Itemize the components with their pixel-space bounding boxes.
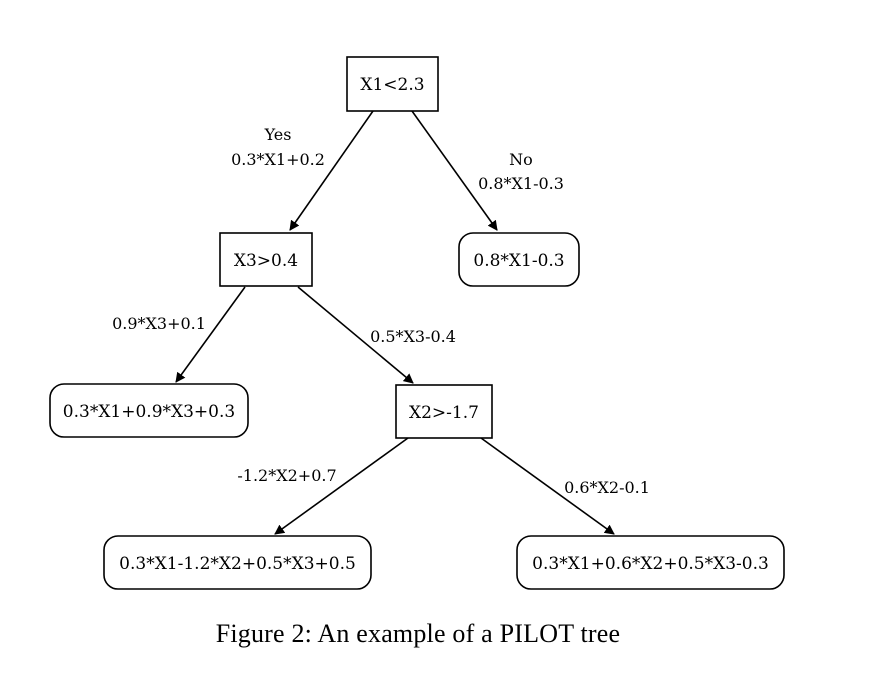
node-leaf-ll-label: 0.3*X1+0.9*X3+0.3 bbox=[63, 402, 235, 422]
node-leaf-ll: 0.3*X1+0.9*X3+0.3 bbox=[49, 383, 249, 438]
edge-model-mid-split-no: 0.6*X2-0.1 bbox=[564, 478, 650, 497]
edge-label-root-no: No bbox=[509, 150, 533, 169]
edge-model-root-no: 0.8*X1-0.3 bbox=[478, 174, 564, 193]
node-leaf-mlr: 0.3*X1+0.6*X2+0.5*X3-0.3 bbox=[516, 535, 785, 590]
edge-root-yes bbox=[289, 110, 374, 231]
pilot-tree-diagram: Yes 0.3*X1+0.2 No 0.8*X1-0.3 0.9*X3+0.1 … bbox=[49, 56, 785, 590]
edge-left-split-no bbox=[297, 286, 414, 384]
node-leaf-mll-label: 0.3*X1-1.2*X2+0.5*X3+0.5 bbox=[119, 554, 356, 574]
node-right-leaf-label: 0.8*X1-0.3 bbox=[473, 251, 564, 271]
node-leaf-mll: 0.3*X1-1.2*X2+0.5*X3+0.5 bbox=[103, 535, 372, 590]
node-root-label: X1<2.3 bbox=[360, 75, 424, 95]
edge-label-root-yes: Yes bbox=[264, 125, 292, 144]
edge-model-left-split-no: 0.5*X3-0.4 bbox=[370, 327, 456, 346]
node-left-split-label: X3>0.4 bbox=[234, 251, 298, 271]
node-right-leaf: 0.8*X1-0.3 bbox=[458, 232, 580, 287]
edges bbox=[175, 110, 615, 535]
edge-model-mid-split-yes: -1.2*X2+0.7 bbox=[237, 466, 336, 485]
node-left-split: X3>0.4 bbox=[219, 232, 313, 287]
node-mid-split-label: X2>-1.7 bbox=[409, 403, 479, 423]
edge-model-left-split-yes: 0.9*X3+0.1 bbox=[112, 314, 206, 333]
node-mid-split: X2>-1.7 bbox=[395, 384, 493, 439]
edge-mid-split-yes bbox=[274, 437, 409, 535]
figure-caption: Figure 2: An example of a PILOT tree bbox=[215, 619, 621, 648]
edge-left-split-yes bbox=[175, 286, 246, 383]
edge-root-no bbox=[411, 110, 498, 231]
node-leaf-mlr-label: 0.3*X1+0.6*X2+0.5*X3-0.3 bbox=[532, 554, 769, 574]
edge-mid-split-no bbox=[480, 437, 615, 535]
edge-labels: Yes 0.3*X1+0.2 No 0.8*X1-0.3 0.9*X3+0.1 … bbox=[112, 125, 650, 497]
node-root: X1<2.3 bbox=[346, 56, 439, 112]
edge-model-root-yes: 0.3*X1+0.2 bbox=[231, 150, 325, 169]
